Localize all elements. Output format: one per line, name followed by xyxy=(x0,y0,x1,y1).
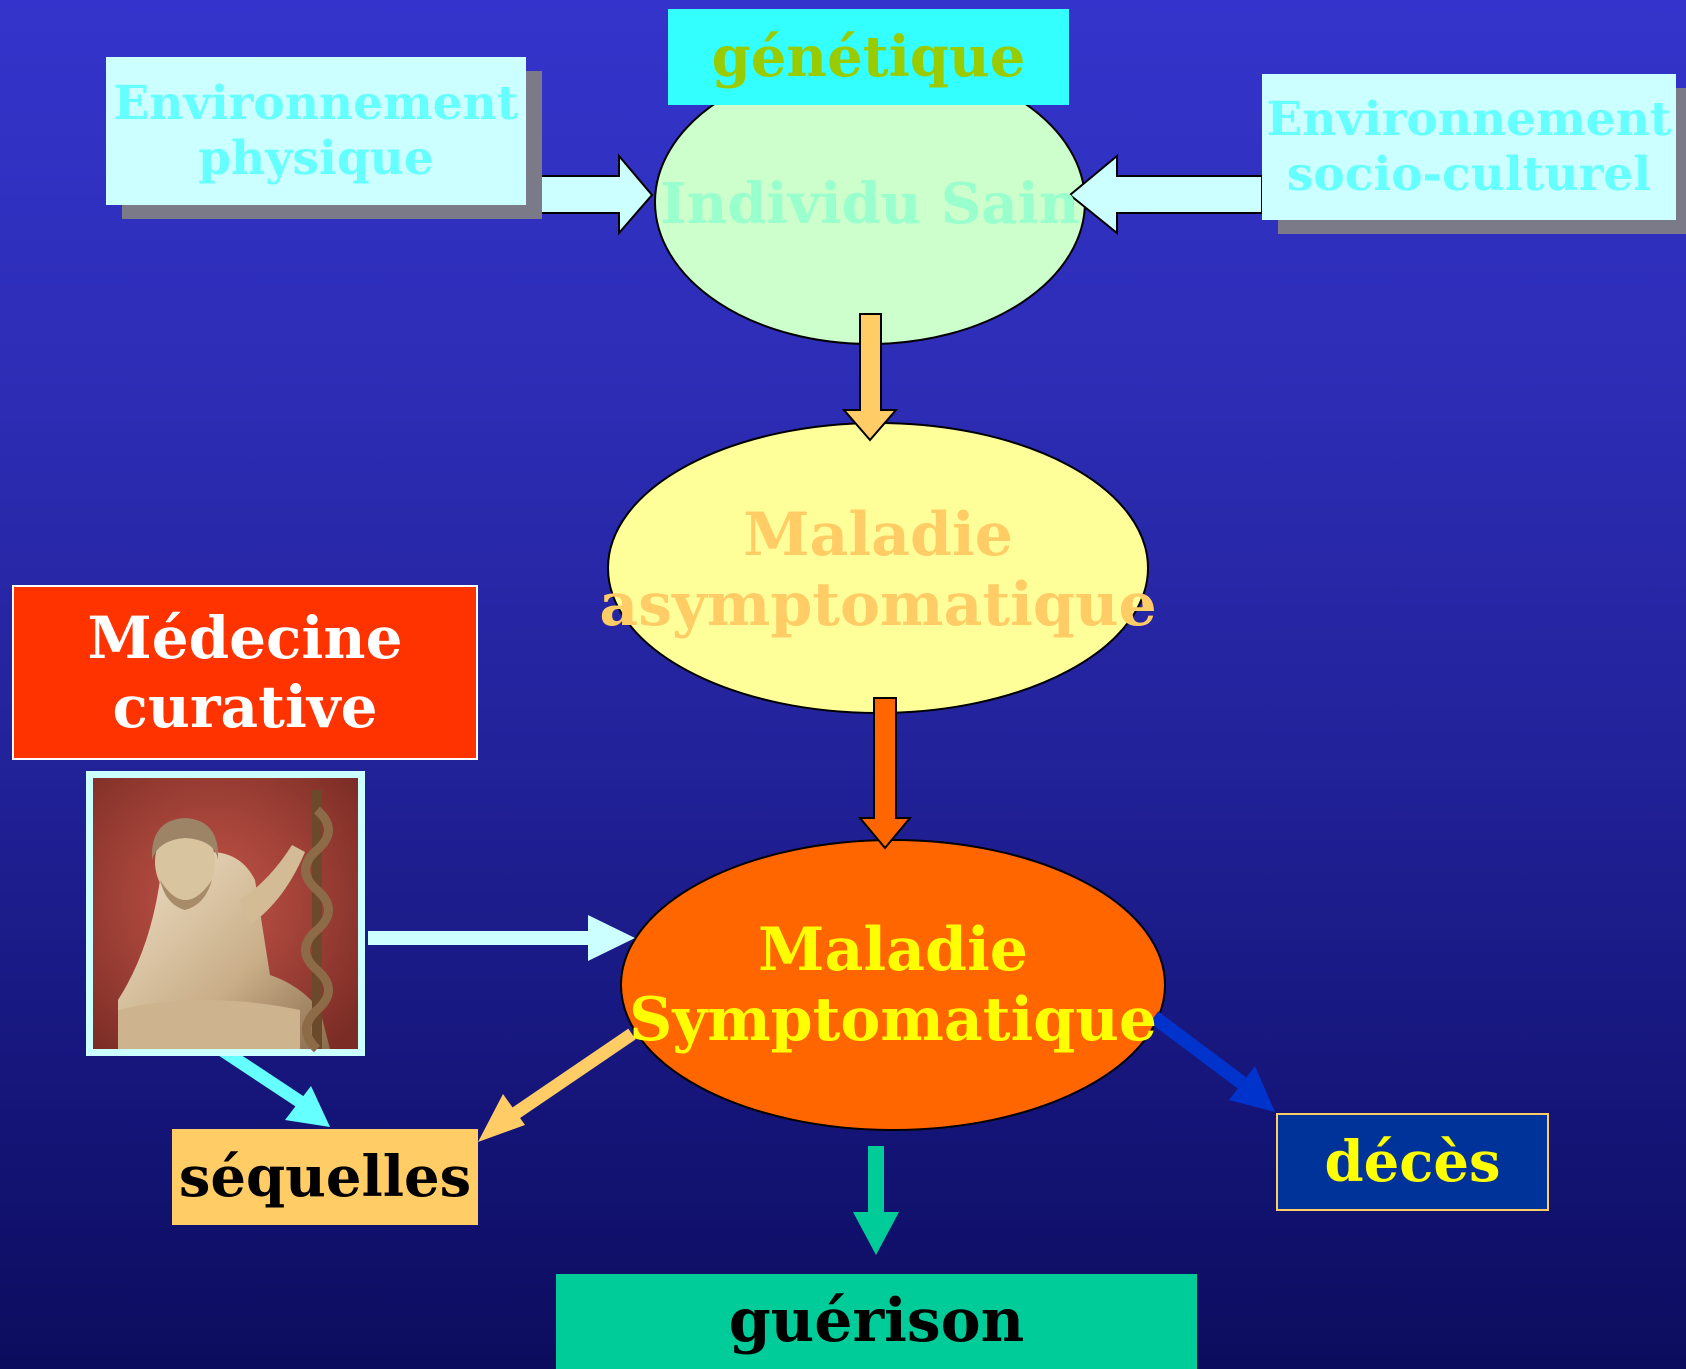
maladie-asymptomatique-text: Maladie asymptomatique xyxy=(599,499,1157,640)
maladie-symptomatique-label: Maladie Symptomatique xyxy=(628,905,1158,1065)
guerison-label: guérison xyxy=(728,1286,1025,1357)
arrow-env-socio xyxy=(1068,153,1263,236)
arrow-image-to-sequelles-line xyxy=(218,1044,306,1109)
arrow-asymptomatique-to-symptomatique xyxy=(857,697,913,850)
guerison-box: guérison xyxy=(556,1274,1197,1369)
maladie-asymptomatique-label: Maladie asymptomatique xyxy=(599,490,1156,650)
env-physique-label: Environnement physique xyxy=(113,75,519,186)
genetique-box: génétique xyxy=(668,9,1069,105)
arrow-medecine-head xyxy=(588,915,635,961)
env-socio-label: Environnement socio-culturel xyxy=(1266,91,1672,202)
arrow-sympto-to-deces-line xyxy=(1149,1011,1247,1089)
arrow-sympto-to-sequelles-head xyxy=(478,1094,525,1142)
arrow-image-to-sequelles-head xyxy=(285,1086,330,1127)
individu-sain-text: Individu Sain xyxy=(660,171,1080,238)
genetique-label: génétique xyxy=(711,23,1026,90)
maladie-symptomatique-text: Maladie Symptomatique xyxy=(629,914,1157,1055)
sequelles-box: séquelles xyxy=(172,1129,478,1225)
arrow-sympto-to-sequelles-line xyxy=(506,1028,636,1123)
arrow-env-physique xyxy=(508,153,654,236)
individu-sain-label: Individu Sain xyxy=(655,165,1085,245)
medecine-curative-label: Médecine curative xyxy=(87,604,403,741)
asclepius-statue-image xyxy=(86,771,365,1056)
arrow-sympto-to-guerison-head xyxy=(853,1212,899,1255)
env-physique-box: Environnement physique xyxy=(106,57,526,205)
sequelles-label: séquelles xyxy=(178,1143,472,1210)
ellipse-maladie-symptomatique xyxy=(620,839,1166,1131)
arrow-sain-to-asymptomatique xyxy=(841,313,899,442)
arrow-sympto-to-deces-head xyxy=(1229,1066,1275,1112)
medecine-curative-box: Médecine curative xyxy=(12,585,478,760)
deces-box: décès xyxy=(1276,1113,1549,1211)
deces-label: décès xyxy=(1324,1128,1501,1195)
env-socio-box: Environnement socio-culturel xyxy=(1262,74,1676,220)
